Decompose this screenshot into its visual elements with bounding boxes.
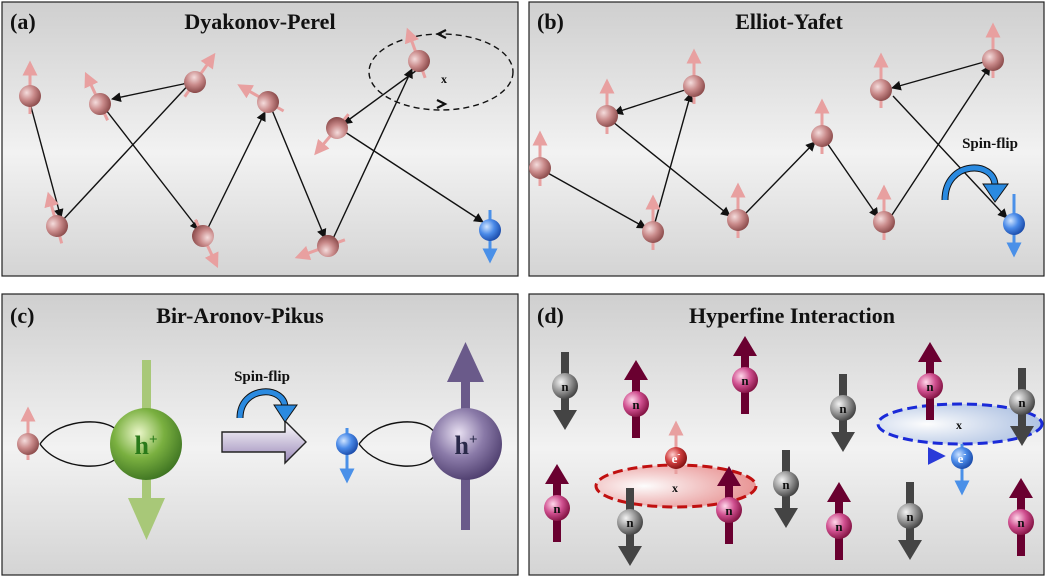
nucleus-letter: n [1018, 395, 1026, 410]
spin-down-electron-icon [1003, 194, 1025, 258]
precession-ellipse [368, 33, 514, 111]
svg-text:h+: h+ [134, 431, 157, 460]
spin-up-electron-icon [727, 182, 749, 238]
nucleus-letter: n [561, 379, 569, 394]
spin-flip-label: Spin-flip [234, 369, 290, 385]
scattering-trajectory [545, 61, 1008, 229]
spin-up-electron-icon [84, 71, 111, 121]
scattering-trajectory [29, 68, 484, 244]
spin-up-electron-icon [404, 27, 430, 79]
spin-down-electron-icon: e- [951, 444, 973, 496]
nucleus-icon: n [552, 352, 578, 430]
field-marker: x [956, 418, 962, 432]
nucleus-letter: n [553, 501, 561, 516]
precession-arrow-icon [436, 99, 448, 109]
exchange-bond [358, 421, 437, 445]
svg-text:e-: e- [672, 449, 681, 466]
nucleus-icon: n [826, 482, 852, 560]
spin-up-electron-icon [811, 98, 833, 154]
nucleus-letter: n [782, 477, 790, 492]
curved-flip-arrow-icon [236, 388, 298, 423]
panel-c: (c) Bir-Aronov-Pikus h+ Spin-flip [1, 293, 519, 576]
spin-up-electron-icon: e- [665, 420, 687, 474]
hole-icon: h+ [430, 342, 502, 530]
nucleus-letter: n [926, 379, 934, 394]
spin-up-electron-icon [17, 406, 39, 460]
electron-letter: e [672, 451, 678, 466]
nucleus-icon: n [623, 360, 649, 438]
spin-up-electron-icon [982, 22, 1004, 78]
hole-charge: + [469, 432, 478, 448]
electron-charge: - [677, 449, 680, 459]
nucleus-icon: n [917, 342, 943, 420]
nucleus-icon: n [544, 464, 570, 542]
spin-flip-label: Spin-flip [962, 136, 1018, 152]
nucleus-icon: n [1009, 368, 1035, 446]
precession-arrow-icon [435, 29, 447, 39]
spin-down-electron-icon [336, 428, 358, 484]
spin-up-electron-icon [596, 78, 618, 134]
spin-up-electron-icon [642, 194, 664, 250]
spin-down-electron-icon [479, 210, 501, 264]
nucleus-icon: n [897, 482, 923, 560]
svg-text:h+: h+ [454, 431, 477, 460]
spin-up-electron-icon [19, 60, 41, 114]
electron-letter: e [958, 451, 964, 466]
spin-up-electron-icon [683, 48, 705, 104]
nucleus-letter: n [906, 509, 914, 524]
nucleus-letter: n [741, 373, 749, 388]
spin-up-electron-icon [529, 130, 551, 186]
nucleus-icon: n [773, 450, 799, 528]
panel-a-label: (a) [10, 9, 36, 34]
field-marker: x [441, 72, 447, 86]
nucleus-letter: n [725, 503, 733, 518]
spin-up-electron-icon [314, 113, 350, 156]
spin-up-electron-icon [183, 52, 216, 98]
nucleus-letter: n [839, 401, 847, 416]
spin-up-electron-icon [870, 52, 892, 108]
spin-up-electron-icon [237, 84, 285, 113]
field-marker: x [672, 481, 678, 495]
panel-a-title: Dyakonov-Perel [184, 9, 335, 34]
panel-d-label: (d) [537, 303, 564, 328]
nucleus-icon: n [830, 374, 856, 452]
panel-b-label: (b) [537, 9, 564, 34]
hole-letter: h [454, 431, 469, 460]
spin-up-electron-icon [44, 191, 68, 244]
spin-up-electron-icon [294, 235, 346, 261]
nucleus-letter: n [835, 519, 843, 534]
panel-c-title: Bir-Aronov-Pikus [156, 303, 324, 328]
electron-orbit-ellipse [876, 402, 1044, 446]
nucleus-letter: n [1017, 515, 1025, 530]
nucleus-icon: n [617, 488, 643, 566]
hollow-right-arrow-icon [221, 419, 307, 465]
panel-a: (a) Dyakonov-Perel x [1, 1, 519, 277]
nucleus-letter: n [632, 397, 640, 412]
hole-letter: h [134, 431, 149, 460]
nucleus-icon: n [732, 336, 758, 414]
svg-text:e-: e- [958, 449, 967, 466]
nucleus-icon: n [716, 466, 742, 544]
exchange-bond [358, 443, 437, 467]
electron-charge: - [963, 449, 966, 459]
panel-b: (b) Elliot-Yafet Spin-flip [528, 1, 1045, 277]
spin-up-electron-icon [192, 219, 219, 269]
nucleus-icon: n [1008, 478, 1034, 556]
spin-up-electron-icon [873, 184, 895, 240]
panel-d: (d) Hyperfine Interaction n n n [528, 293, 1045, 576]
hole-charge: + [149, 432, 158, 448]
panel-b-title: Elliot-Yafet [735, 9, 843, 34]
panel-d-title: Hyperfine Interaction [689, 303, 895, 328]
hole-icon: h+ [110, 360, 182, 540]
panel-c-label: (c) [10, 303, 34, 328]
curved-flip-arrow-icon [941, 164, 1009, 203]
nucleus-letter: n [626, 515, 634, 530]
